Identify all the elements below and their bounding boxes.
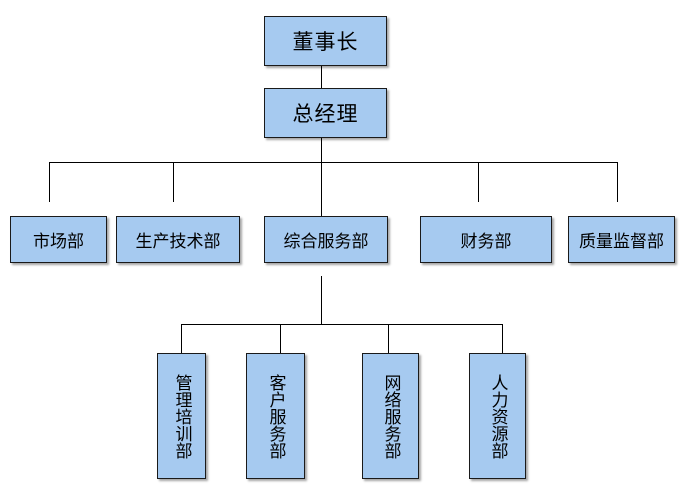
node-department-label: 质量监督部: [579, 232, 664, 252]
connector-drop-production: [173, 162, 174, 202]
connector-department-bar: [49, 162, 618, 163]
connector-drop-hr: [502, 324, 503, 354]
connector-drop-general-services: [321, 162, 322, 216]
node-chairman-label: 董事长: [292, 30, 359, 54]
connector-subdepartment-bar: [181, 324, 502, 325]
connector-chairman-gm: [321, 65, 322, 89]
connector-drop-finance: [478, 162, 479, 202]
node-department-general-services: 综合服务部: [264, 216, 388, 263]
connector-drop-network: [388, 324, 389, 354]
node-general-manager-label: 总经理: [292, 102, 359, 126]
node-subdepartment-hr: 人力资源部: [469, 353, 526, 479]
node-subdepartment-label: 客户服务部: [265, 373, 286, 459]
connector-services-trunk: [321, 276, 322, 325]
node-department-label: 综合服务部: [283, 232, 369, 252]
connector-drop-customer: [280, 324, 281, 354]
node-subdepartment-label: 网络服务部: [380, 373, 401, 459]
node-department-marketing: 市场部: [10, 216, 107, 263]
node-department-label: 市场部: [33, 232, 84, 252]
connector-drop-marketing: [49, 162, 50, 202]
node-general-manager: 总经理: [264, 88, 387, 138]
node-department-label: 财务部: [460, 232, 512, 252]
connector-drop-quality: [617, 162, 618, 202]
node-department-quality: 质量监督部: [568, 216, 675, 263]
node-department-production: 生产技术部: [116, 216, 240, 263]
node-subdepartment-label: 管理培训部: [171, 373, 192, 459]
connector-gm-trunk: [321, 137, 322, 163]
node-subdepartment-customer: 客户服务部: [246, 353, 305, 479]
node-department-finance: 财务部: [420, 216, 552, 263]
node-chairman: 董事长: [264, 16, 387, 66]
connector-drop-training: [181, 324, 182, 354]
node-department-label: 生产技术部: [135, 232, 221, 252]
node-subdepartment-network: 网络服务部: [362, 353, 419, 479]
node-subdepartment-label: 人力资源部: [487, 373, 508, 459]
node-subdepartment-training: 管理培训部: [157, 353, 206, 479]
